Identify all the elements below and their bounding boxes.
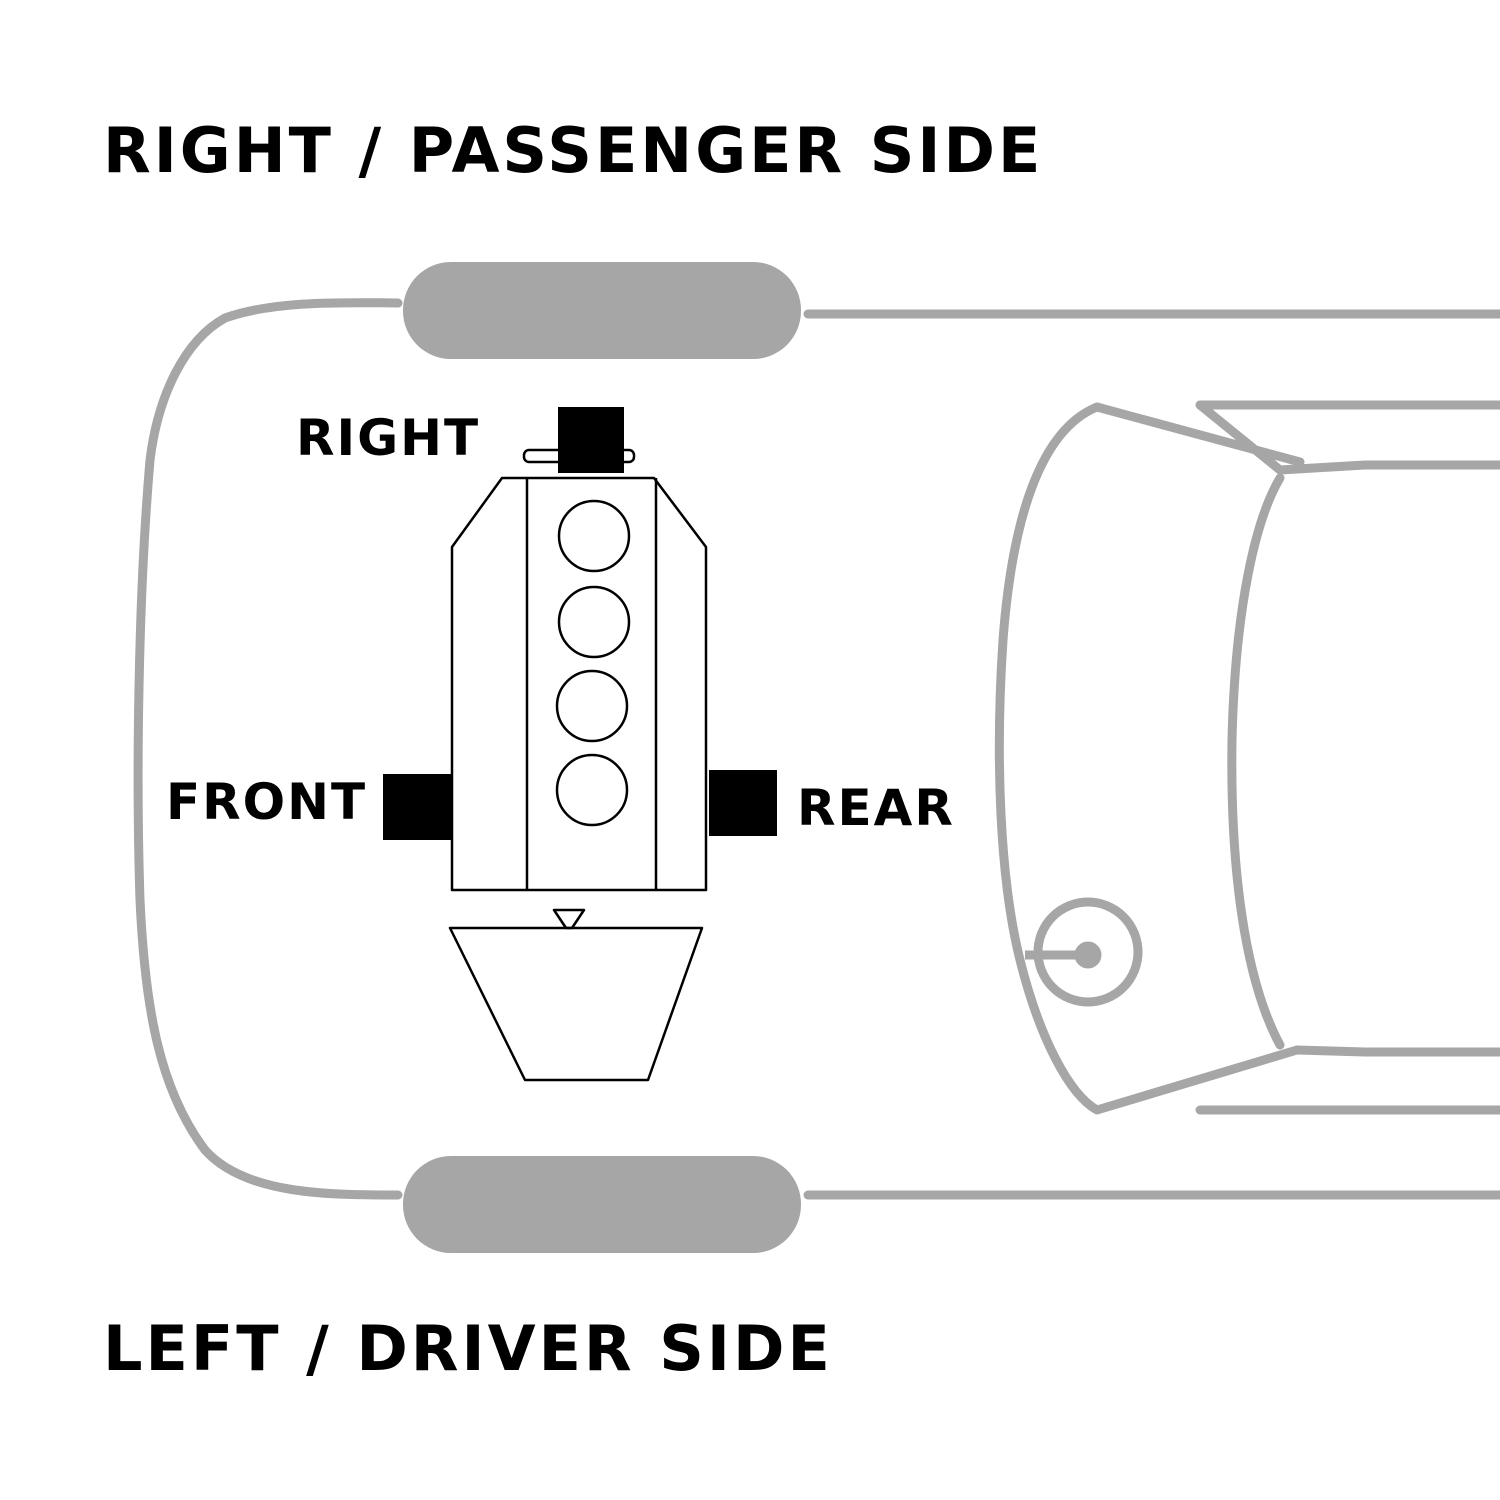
cylinder-1 (557, 499, 631, 573)
windshield (994, 400, 1500, 1115)
cylinder-4 (555, 753, 629, 827)
cylinder-3 (555, 669, 629, 743)
steering-wheel-icon (1025, 897, 1143, 1007)
cylinder-2 (557, 585, 631, 659)
mount-rear-label: REAR (797, 779, 955, 837)
car-body-front-outline (133, 298, 403, 1200)
passenger-side-label: RIGHT / PASSENGER SIDE (103, 114, 1044, 187)
mount-right-label: RIGHT (296, 409, 481, 467)
engine-block-outline (450, 476, 708, 892)
tire-left-front (403, 1156, 801, 1253)
a-pillar-top (1195, 400, 1500, 475)
a-pillar-bottom (1195, 1045, 1500, 1115)
mount-rear (709, 770, 777, 836)
mount-right (558, 407, 624, 473)
tire-right-front (403, 262, 801, 359)
steering-wheel-hub (1074, 941, 1102, 969)
windshield-top-edge (1092, 402, 1305, 467)
mount-front (383, 774, 451, 840)
windshield-inner (1227, 473, 1285, 1050)
engine (448, 448, 708, 1082)
transmission-connector (552, 908, 586, 930)
transmission-housing (448, 926, 704, 1082)
car-outline (133, 298, 1500, 1200)
windshield-outer (994, 402, 1302, 1115)
driver-side-label: LEFT / DRIVER SIDE (103, 1312, 833, 1385)
mount-front-label: FRONT (166, 773, 368, 831)
